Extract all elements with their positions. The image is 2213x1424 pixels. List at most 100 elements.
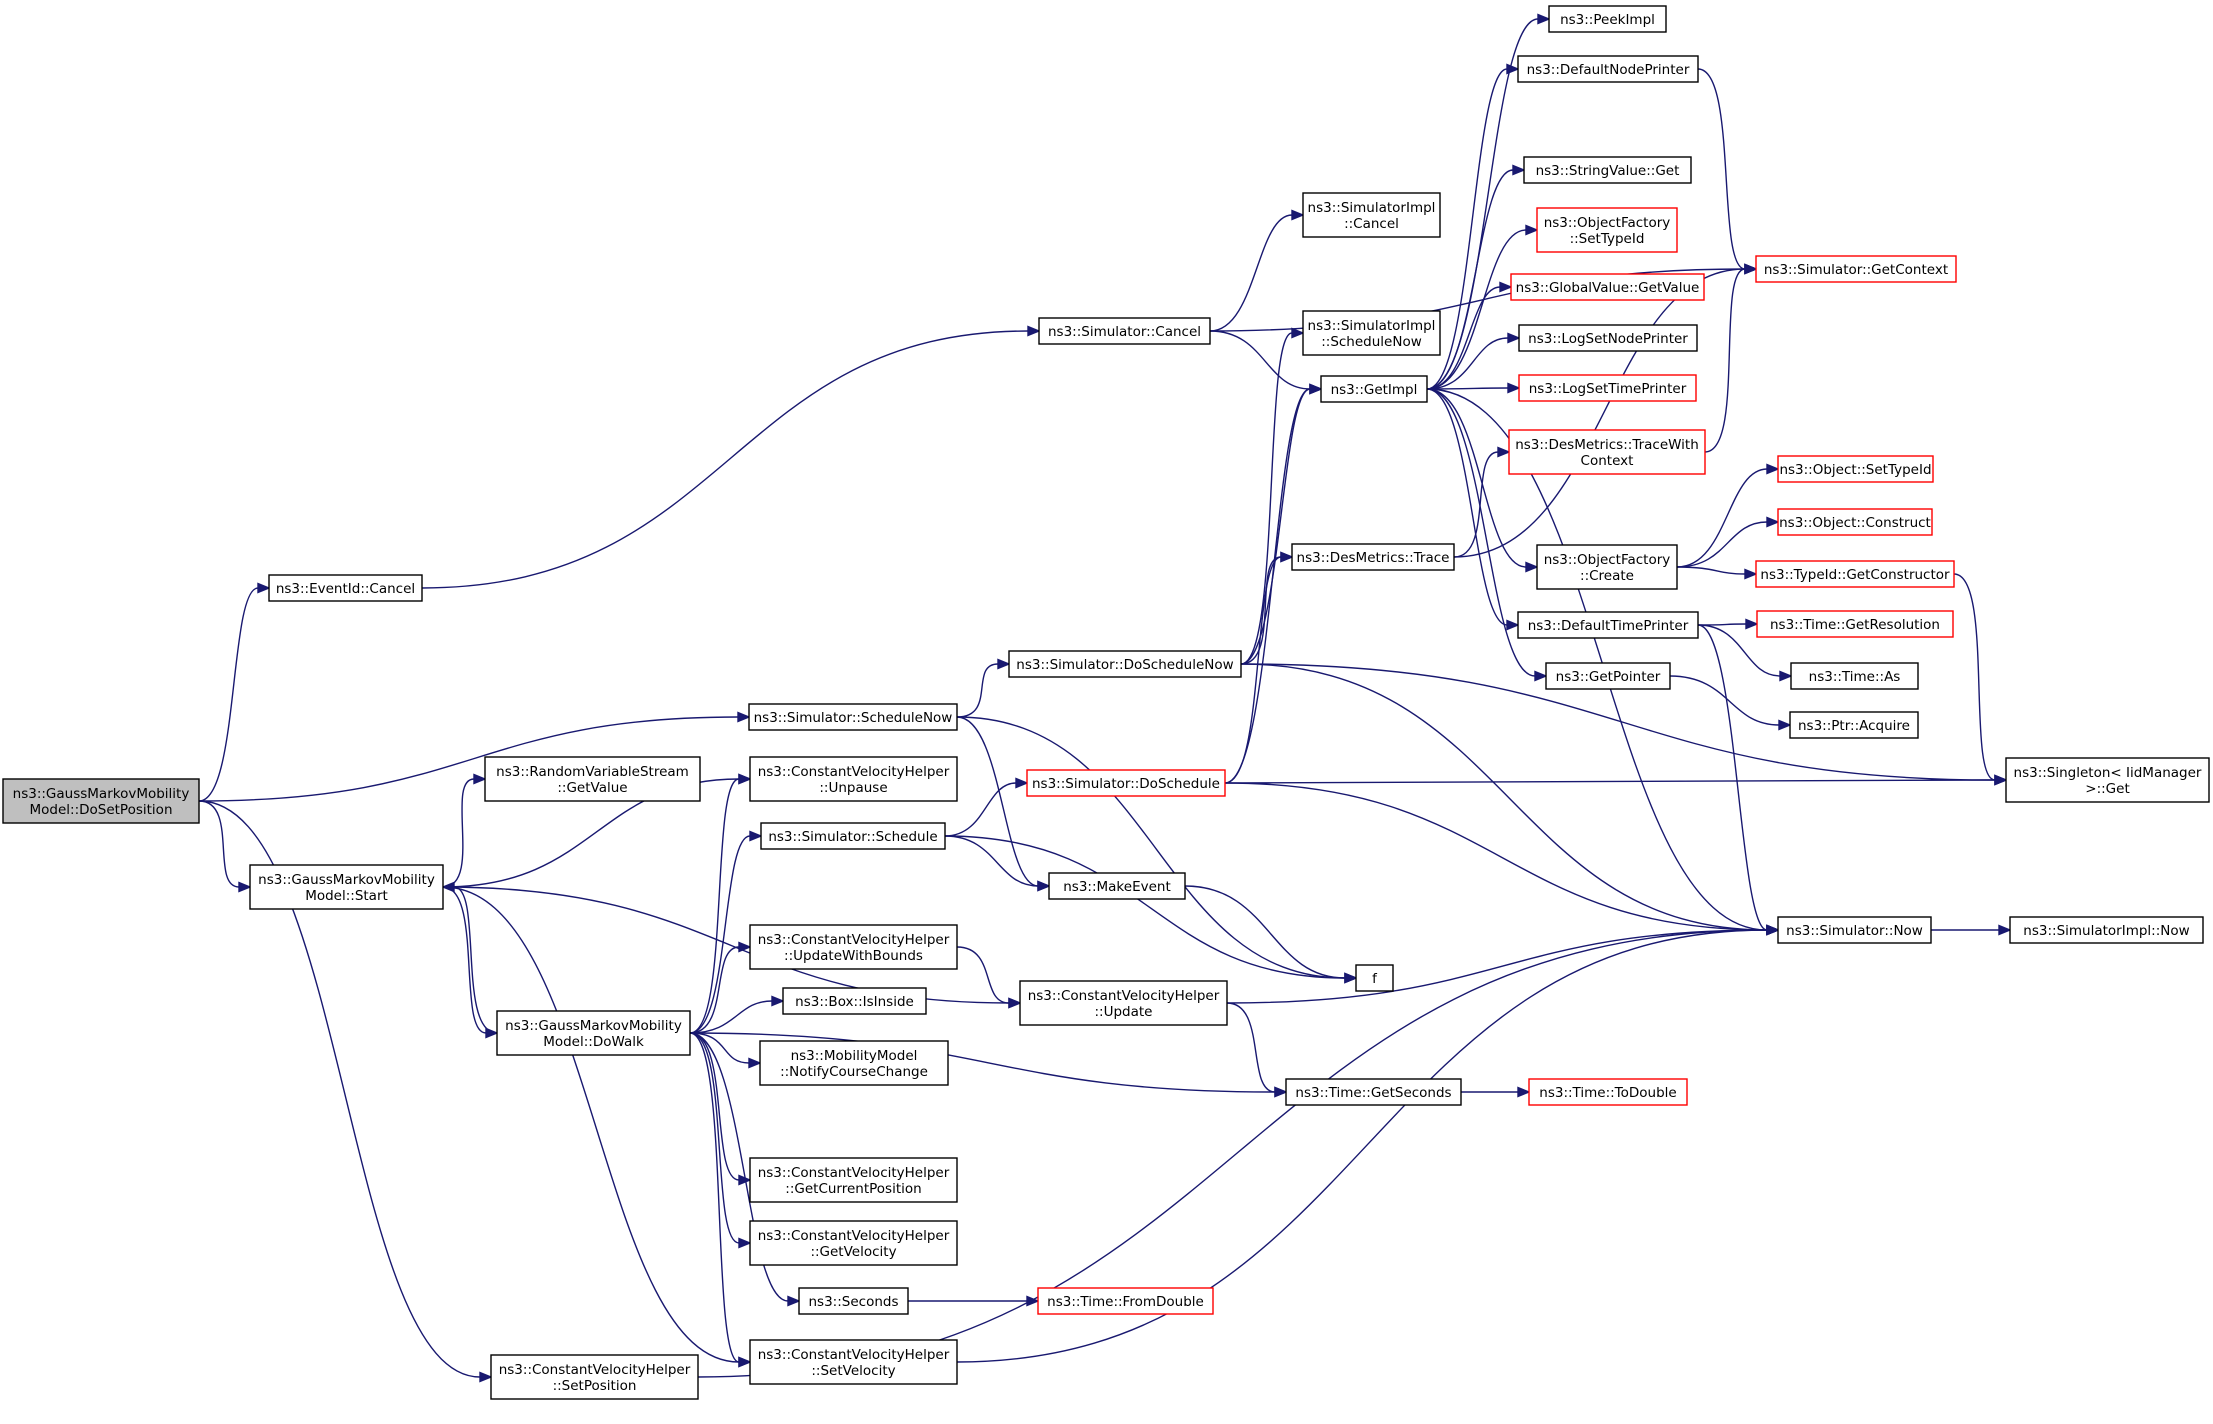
edge-line xyxy=(1453,268,1746,558)
node-box xyxy=(782,987,927,1015)
node-getcontext[interactable]: ns3::Simulator::GetContext xyxy=(1755,255,1957,283)
edge-line xyxy=(1676,566,1746,575)
node-typeidgetctor[interactable]: ns3::TypeId::GetConstructor xyxy=(1755,560,1955,588)
arrowhead xyxy=(1994,774,2008,786)
node-boxisinside[interactable]: ns3::Box::IsInside xyxy=(782,987,927,1015)
node-box xyxy=(1291,543,1455,571)
node-deftimeprinter[interactable]: ns3::DefaultTimePrinter xyxy=(1517,611,1699,639)
node-cvhunpause[interactable]: ns3::ConstantVelocityHelper::Unpause xyxy=(749,756,958,802)
node-objfactcreate[interactable]: ns3::ObjectFactory::Create xyxy=(1536,544,1678,590)
node-cvhgetvel[interactable]: ns3::ConstantVelocityHelper::GetVelocity xyxy=(749,1220,958,1266)
node-makeevent[interactable]: ns3::MakeEvent xyxy=(1048,872,1186,900)
edge-cvhupdbounds-to-cvhupdate xyxy=(956,946,1022,1009)
node-schednow[interactable]: ns3::Simulator::ScheduleNow xyxy=(748,703,958,731)
edge-line xyxy=(1226,929,1768,1004)
node-objfactsettype[interactable]: ns3::ObjectFactory::SetTypeId xyxy=(1536,207,1678,253)
node-label: ns3::Object::SetTypeId xyxy=(1779,462,1931,478)
edge-line xyxy=(1224,556,1282,784)
node-box xyxy=(2,778,200,824)
node-timegetres[interactable]: ns3::Time::GetResolution xyxy=(1756,610,1954,638)
node-implschednow[interactable]: ns3::SimulatorImpl::ScheduleNow xyxy=(1302,310,1441,356)
edge-objfactcreate-to-objsettypeid xyxy=(1676,463,1780,568)
node-label: Model::DoWalk xyxy=(543,1034,644,1050)
edge-line xyxy=(956,716,1346,979)
node-box xyxy=(1518,324,1698,352)
node-globalgetvalue[interactable]: ns3::GlobalValue::GetValue xyxy=(1510,273,1705,301)
edge-line xyxy=(689,1032,740,1363)
node-box xyxy=(1756,610,1954,638)
edge-getimpl-to-objfactsettype xyxy=(1426,224,1539,390)
node-singletonget[interactable]: ns3::Singleton< IidManager>::Get xyxy=(2005,757,2210,803)
edge-gmdowalk-to-seconds xyxy=(689,1032,801,1307)
edge-cvhupdate-to-timegetsec xyxy=(1226,1002,1288,1098)
node-timegetsec[interactable]: ns3::Time::GetSeconds xyxy=(1285,1078,1462,1106)
node-f[interactable]: f xyxy=(1355,964,1394,992)
edge-line xyxy=(1209,214,1293,332)
node-seconds[interactable]: ns3::Seconds xyxy=(798,1287,909,1315)
node-box xyxy=(1528,1078,1688,1106)
edge-doschedule-to-simnow xyxy=(1224,782,1780,936)
edge-simnow-to-implnow xyxy=(1931,924,2012,936)
arrowhead xyxy=(1280,551,1294,563)
node-label: ns3::Simulator::Now xyxy=(1786,923,1923,939)
edge-getimpl-to-getpointer xyxy=(1426,388,1548,682)
node-strvalget[interactable]: ns3::StringValue::Get xyxy=(1523,156,1692,184)
node-doschednow[interactable]: ns3::Simulator::DoScheduleNow xyxy=(1008,650,1242,678)
node-label: ns3::ConstantVelocityHelper xyxy=(758,932,950,948)
node-label: ns3::MakeEvent xyxy=(1063,879,1171,895)
edge-simcancel-to-implcancel xyxy=(1209,209,1305,332)
node-mmnotify[interactable]: ns3::MobilityModel::NotifyCourseChange xyxy=(759,1040,949,1086)
node-box xyxy=(759,1040,949,1086)
node-implnow[interactable]: ns3::SimulatorImpl::Now xyxy=(2009,916,2204,944)
node-objsettypeid[interactable]: ns3::Object::SetTypeId xyxy=(1777,455,1934,483)
edge-line xyxy=(944,835,1346,979)
arrowhead xyxy=(1744,263,1758,275)
node-cvhsetpos[interactable]: ns3::ConstantVelocityHelper::SetPosition xyxy=(490,1354,699,1400)
node-box xyxy=(1777,455,1934,483)
edge-line xyxy=(689,1032,789,1302)
node-rvsgetvalue[interactable]: ns3::RandomVariableStream::GetValue xyxy=(484,756,701,802)
edge-line xyxy=(689,835,751,1034)
node-cvhupdbounds[interactable]: ns3::ConstantVelocityHelper::UpdateWithB… xyxy=(749,924,958,970)
node-root[interactable]: ns3::GaussMarkovMobilityModel::DoSetPosi… xyxy=(2,778,200,824)
node-label: ::ScheduleNow xyxy=(1321,334,1422,350)
node-getimpl[interactable]: ns3::GetImpl xyxy=(1320,375,1428,403)
node-evcancel[interactable]: ns3::EventId::Cancel xyxy=(268,574,423,602)
edge-getimpl-to-globalgetvalue xyxy=(1426,281,1513,390)
node-simschedule[interactable]: ns3::Simulator::Schedule xyxy=(760,822,946,850)
node-box xyxy=(1037,1287,1214,1315)
edge-line xyxy=(1224,388,1311,784)
arrowhead xyxy=(1766,924,1780,936)
node-logsetnode[interactable]: ns3::LogSetNodePrinter xyxy=(1518,324,1698,352)
node-timeas[interactable]: ns3::Time::As xyxy=(1790,662,1919,690)
node-getpointer[interactable]: ns3::GetPointer xyxy=(1545,662,1671,690)
edge-simschedule-to-doschedule xyxy=(944,777,1029,837)
node-simnow[interactable]: ns3::Simulator::Now xyxy=(1777,916,1932,944)
node-objconstruct[interactable]: ns3::Object::Construct xyxy=(1777,508,1933,536)
node-simcancel[interactable]: ns3::Simulator::Cancel xyxy=(1038,317,1211,345)
node-cvhupdate[interactable]: ns3::ConstantVelocityHelper::Update xyxy=(1019,980,1228,1026)
node-doschedule[interactable]: ns3::Simulator::DoSchedule xyxy=(1026,769,1226,797)
node-timefromdouble[interactable]: ns3::Time::FromDouble xyxy=(1037,1287,1214,1315)
node-ptracquire[interactable]: ns3::Ptr::Acquire xyxy=(1789,711,1919,739)
node-label: ns3::Seconds xyxy=(809,1294,899,1310)
node-box xyxy=(1508,429,1706,475)
node-box xyxy=(748,703,958,731)
node-timetodouble[interactable]: ns3::Time::ToDouble xyxy=(1528,1078,1688,1106)
node-peekimpl[interactable]: ns3::PeekImpl xyxy=(1548,5,1667,33)
node-cvhgetpos[interactable]: ns3::ConstantVelocityHelper::GetCurrentP… xyxy=(749,1157,958,1203)
node-cvhsetvel[interactable]: ns3::ConstantVelocityHelper::SetVelocity xyxy=(749,1339,958,1385)
node-defnodeprinter[interactable]: ns3::DefaultNodePrinter xyxy=(1517,55,1699,83)
edge-simschedule-to-f xyxy=(944,835,1358,984)
arrowhead xyxy=(1506,63,1520,75)
node-implcancel[interactable]: ns3::SimulatorImpl::Cancel xyxy=(1302,192,1441,238)
node-box xyxy=(1517,55,1699,83)
node-label: ns3::GaussMarkovMobility xyxy=(258,872,435,888)
node-logsettime[interactable]: ns3::LogSetTimePrinter xyxy=(1518,374,1697,402)
edge-line xyxy=(442,886,487,1034)
edge-desmetricstrace-to-getcontext xyxy=(1453,263,1758,558)
node-desmetricstrace[interactable]: ns3::DesMetrics::Trace xyxy=(1291,543,1455,571)
